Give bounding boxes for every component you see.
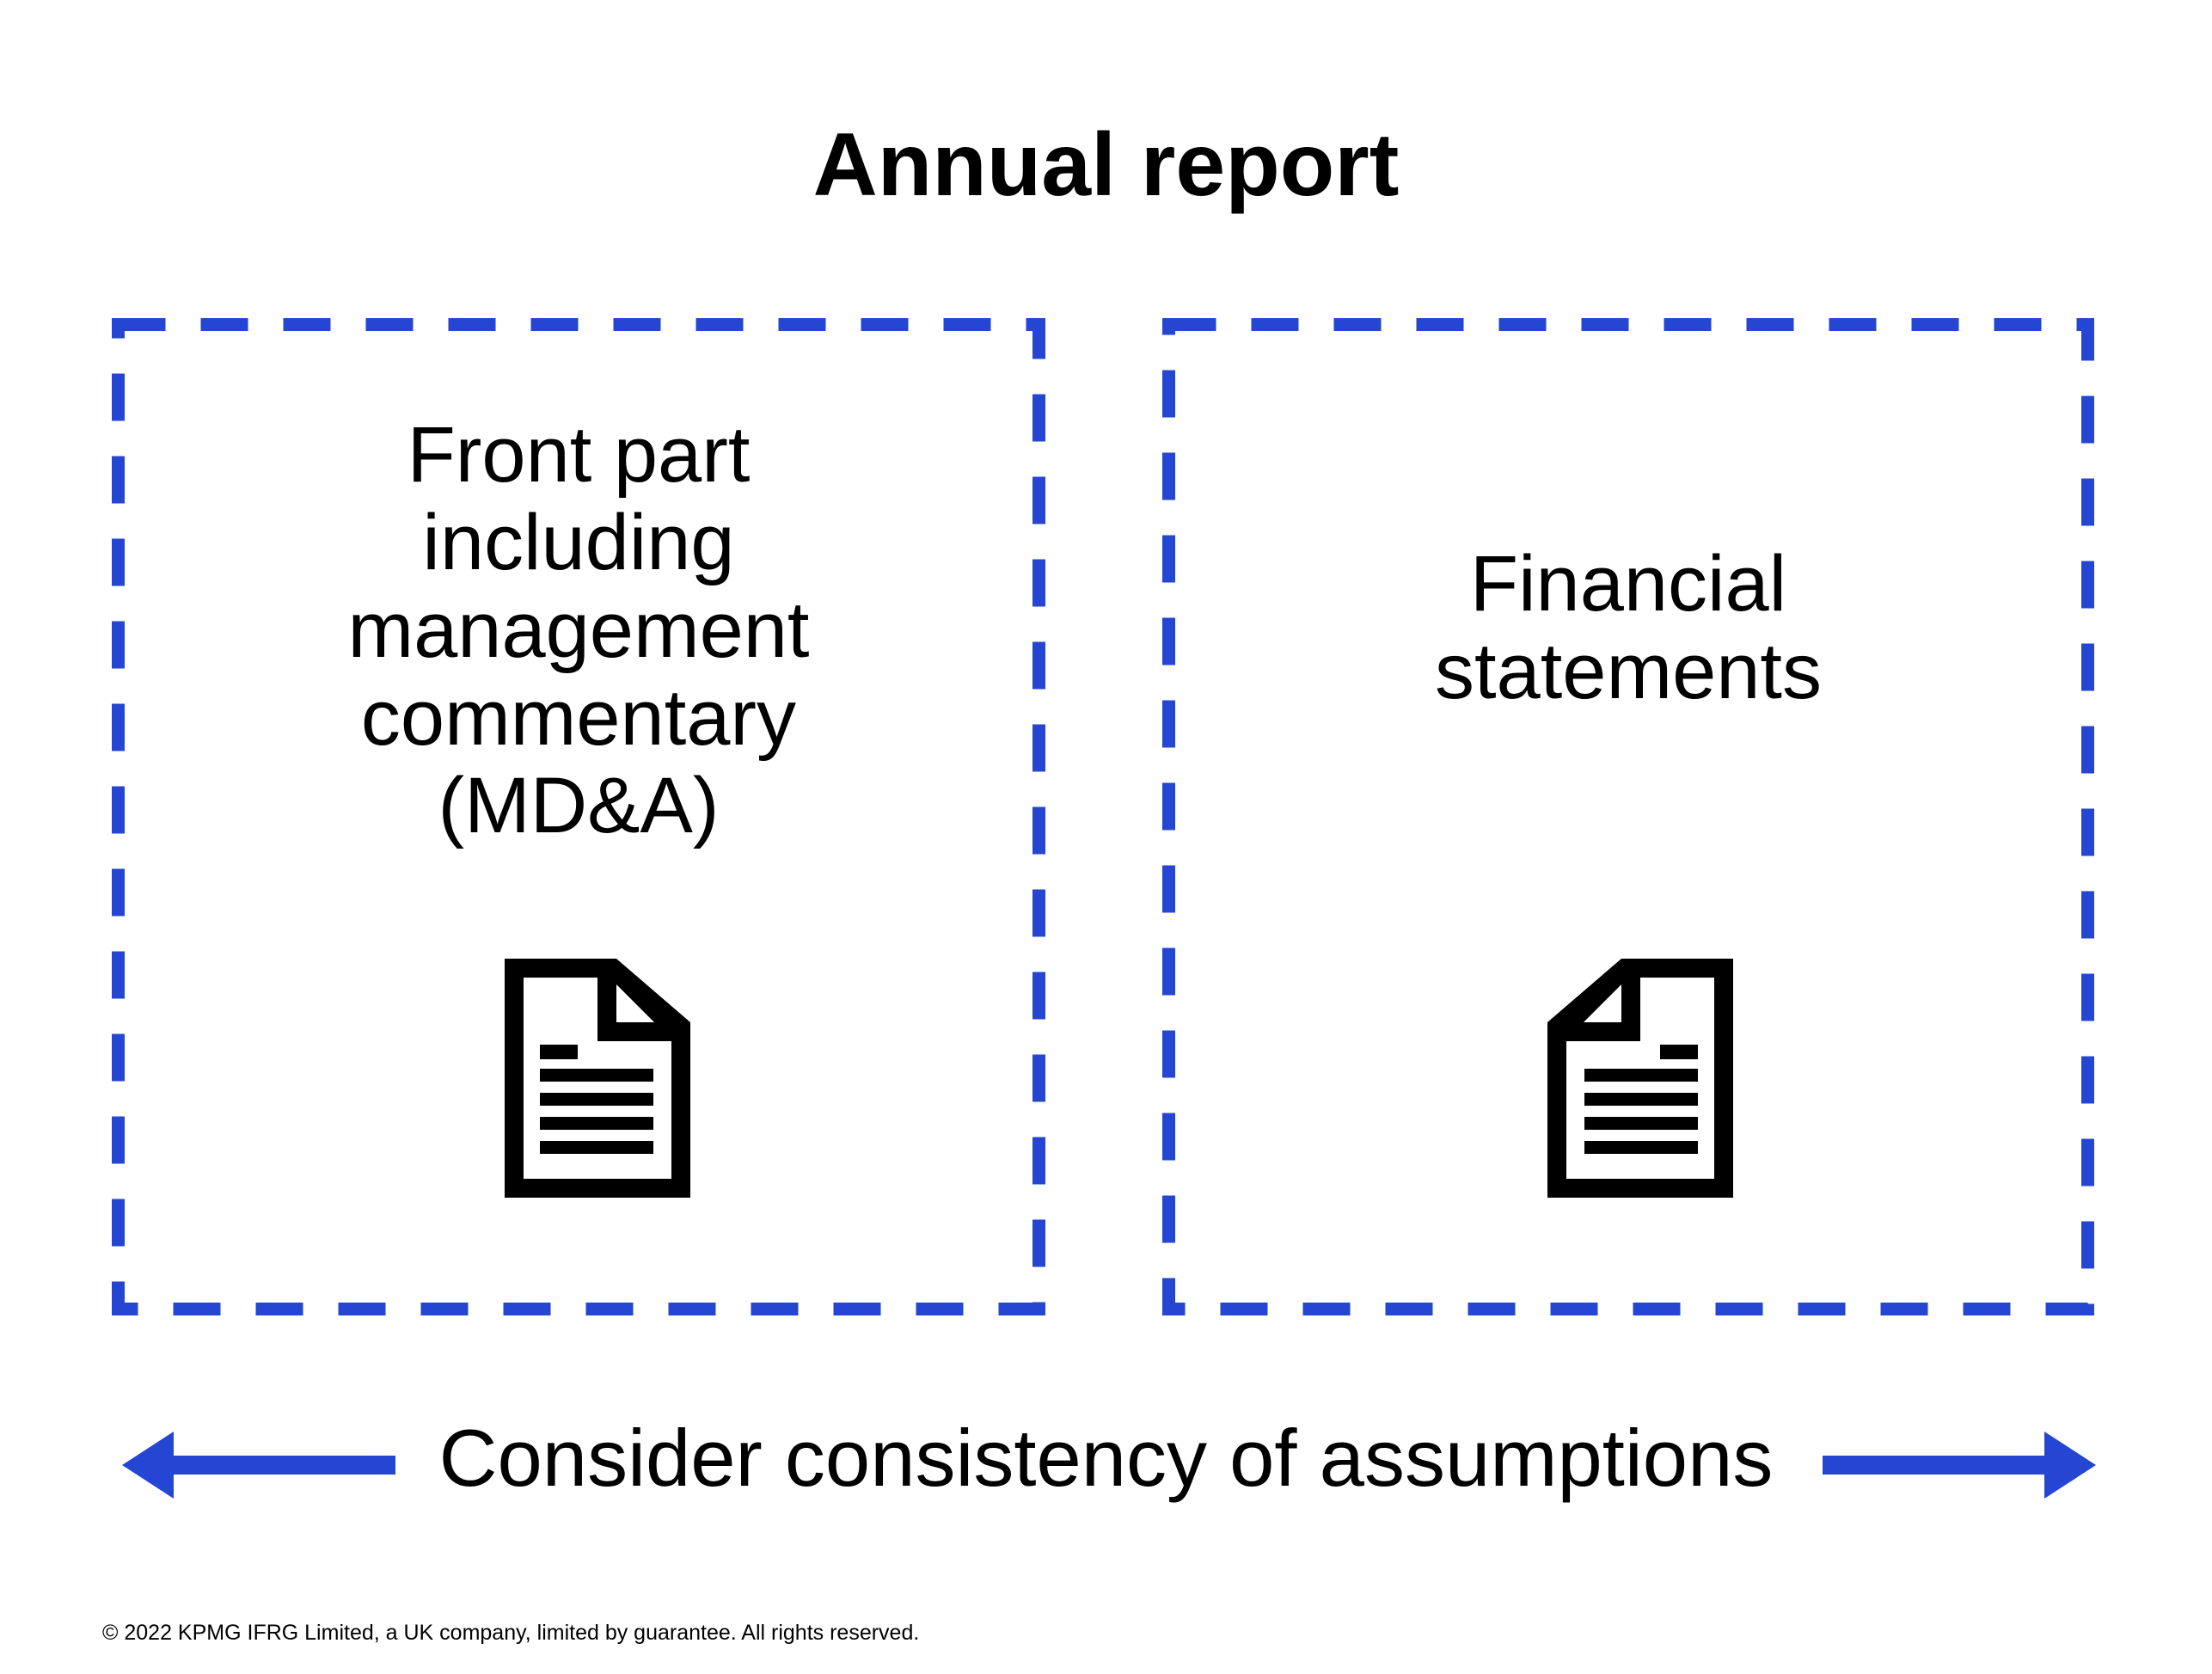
copyright-footer: © 2022 KPMG IFRG Limited, a UK company, … [102,1621,920,1645]
left-arrow-icon [122,1432,395,1499]
dashed-border [112,318,1045,1315]
front-part-box: Front part including management commenta… [112,318,1045,1315]
front-part-label: Front part including management commenta… [347,411,810,849]
consistency-caption: Consider consistency of assumptions [438,1413,1774,1503]
document-icon [505,959,690,1198]
financial-statements-label: Financial statements [1435,540,1822,715]
right-arrow-icon [1823,1432,2096,1499]
financial-statements-box: Financial statements [1162,318,2094,1315]
document-icon [1547,959,1733,1198]
page-title: Annual report [812,115,1400,215]
dashed-border [1162,318,2094,1315]
